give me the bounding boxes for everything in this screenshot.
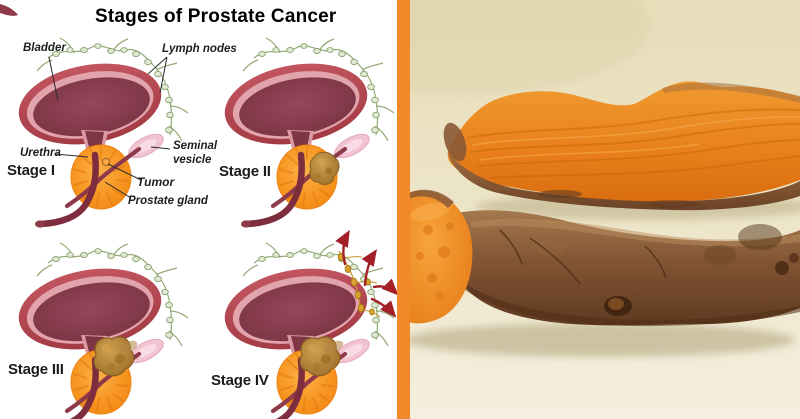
- tumor-label: Tumor: [137, 175, 175, 189]
- stage-3-tumor: [93, 336, 140, 377]
- stage-3-anatomy: [12, 243, 188, 419]
- urethra-label: Urethra: [20, 147, 61, 159]
- turmeric-photo: [410, 0, 800, 419]
- prostate-stages-infographic: Stages of Prostate Cancer Bladder Lymph …: [0, 0, 397, 419]
- stage-3-label: Stage III: [8, 361, 64, 378]
- stage-4-label: Stage IV: [211, 372, 269, 389]
- lymph-nodes-label: Lymph nodes: [162, 43, 237, 55]
- seminal-vesicle-label: Seminal vesicle: [173, 140, 218, 167]
- stage-2-anatomy: [218, 38, 394, 228]
- infographic-title: Stages of Prostate Cancer: [95, 6, 337, 27]
- root-shadow: [410, 323, 795, 357]
- stage-1-label: Stage I: [7, 162, 55, 179]
- cropped-urethra-fragment: [0, 4, 18, 16]
- turmeric-cut-face: [410, 189, 473, 324]
- turmeric-top-piece: [443, 81, 800, 211]
- stage-4-tumor: [299, 336, 346, 377]
- callout-lines: [48, 56, 171, 199]
- stage-2-label: Stage II: [219, 163, 271, 180]
- bladder-label: Bladder: [23, 42, 66, 54]
- turmeric-photo-canvas: [410, 0, 800, 419]
- stages-diagram-canvas: [0, 4, 397, 419]
- metastasis-arrows: [335, 229, 397, 318]
- orange-divider-bar: [397, 0, 410, 419]
- stage-1-tumor: [101, 157, 111, 167]
- prostate-gland-label: Prostate gland: [128, 195, 208, 207]
- turmeric-root: [449, 210, 800, 327]
- stage-2-tumor: [309, 151, 340, 185]
